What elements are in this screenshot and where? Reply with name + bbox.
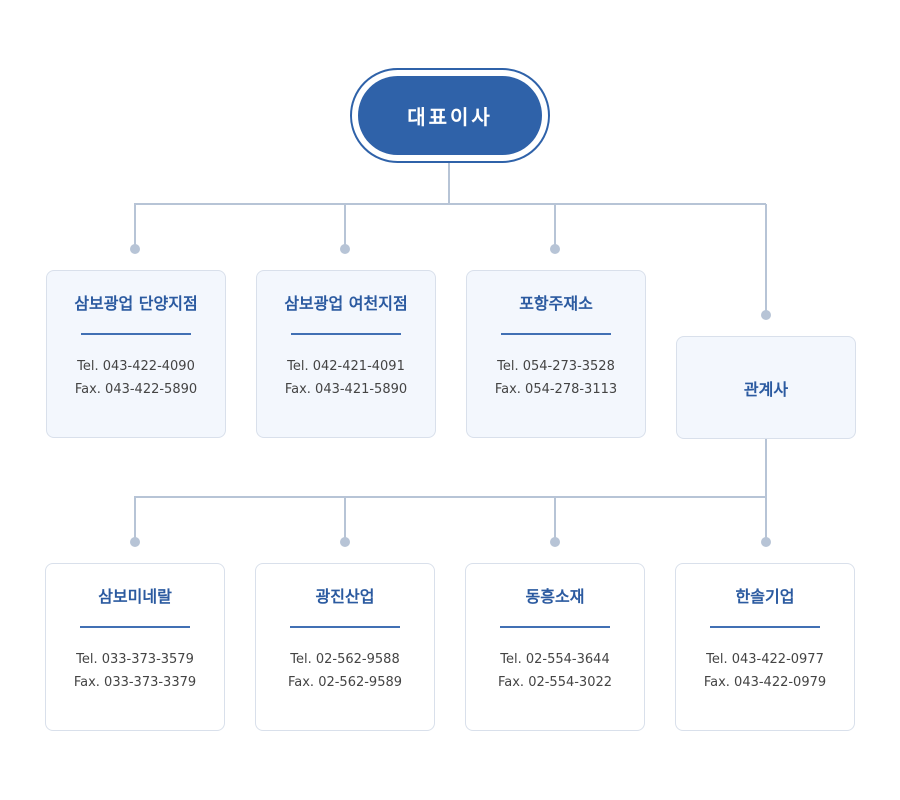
affiliate-node-donghung: 동흥소재 Tel. 02-554-3644 Fax. 02-554-3022 (465, 563, 645, 731)
connector-dot (130, 537, 140, 547)
node-divider (81, 333, 191, 335)
node-title: 광진산업 (315, 587, 375, 606)
branch-node-pohang: 포항주재소 Tel. 054-273-3528 Fax. 054-278-311… (466, 270, 646, 438)
branch-node-danyang: 삼보광업 단양지점 Tel. 043-422-4090 Fax. 043-422… (46, 270, 226, 438)
ceo-label: 대표이사 (407, 105, 493, 129)
node-tel: Tel. 043-422-4090 (77, 359, 195, 374)
affiliate-node-hansol: 한솔기업 Tel. 043-422-0977 Fax. 043-422-0979 (675, 563, 855, 731)
connector-dot (761, 310, 771, 320)
affiliate-node-sambo-mineral: 삼보미네랄 Tel. 033-373-3579 Fax. 033-373-337… (45, 563, 225, 731)
node-tel: Tel. 02-554-3644 (500, 652, 610, 667)
node-fax: Fax. 033-373-3379 (73, 675, 197, 690)
node-title: 삼보광업 단양지점 (74, 294, 198, 313)
connector-dot (340, 537, 350, 547)
node-title: 삼보광업 여천지점 (284, 294, 408, 313)
node-fax: Fax. 02-562-9589 (287, 675, 403, 690)
node-fax: Fax. 043-422-0979 (703, 675, 827, 690)
ceo-node: 대표이사 (358, 76, 542, 155)
node-divider (501, 333, 611, 335)
node-title: 동흥소재 (525, 587, 585, 606)
node-fax: Fax. 02-554-3022 (497, 675, 613, 690)
node-tel: Tel. 043-422-0977 (706, 652, 824, 667)
node-fax: Fax. 054-278-3113 (494, 382, 618, 397)
node-fax: Fax. 043-421-5890 (284, 382, 408, 397)
node-tel: Tel. 042-421-4091 (287, 359, 405, 374)
connector-dot (550, 537, 560, 547)
node-fax: Fax. 043-422-5890 (74, 382, 198, 397)
node-title: 포항주재소 (519, 294, 593, 313)
node-tel: Tel. 054-273-3528 (497, 359, 615, 374)
affiliate-node-gwangjin: 광진산업 Tel. 02-562-9588 Fax. 02-562-9589 (255, 563, 435, 731)
connector-dot (130, 244, 140, 254)
node-divider (80, 626, 190, 628)
connector-dot (340, 244, 350, 254)
node-divider (291, 333, 401, 335)
affiliates-node: 관계사 (676, 336, 856, 439)
node-divider (500, 626, 610, 628)
connector-dot (761, 537, 771, 547)
node-tel: Tel. 033-373-3579 (76, 652, 194, 667)
node-tel: Tel. 02-562-9588 (290, 652, 400, 667)
node-divider (290, 626, 400, 628)
node-title: 한솔기업 (735, 587, 795, 606)
affiliates-label: 관계사 (743, 379, 789, 399)
node-divider (710, 626, 820, 628)
node-title: 삼보미네랄 (98, 587, 172, 606)
branch-node-yeocheon: 삼보광업 여천지점 Tel. 042-421-4091 Fax. 043-421… (256, 270, 436, 438)
connector-dot (550, 244, 560, 254)
